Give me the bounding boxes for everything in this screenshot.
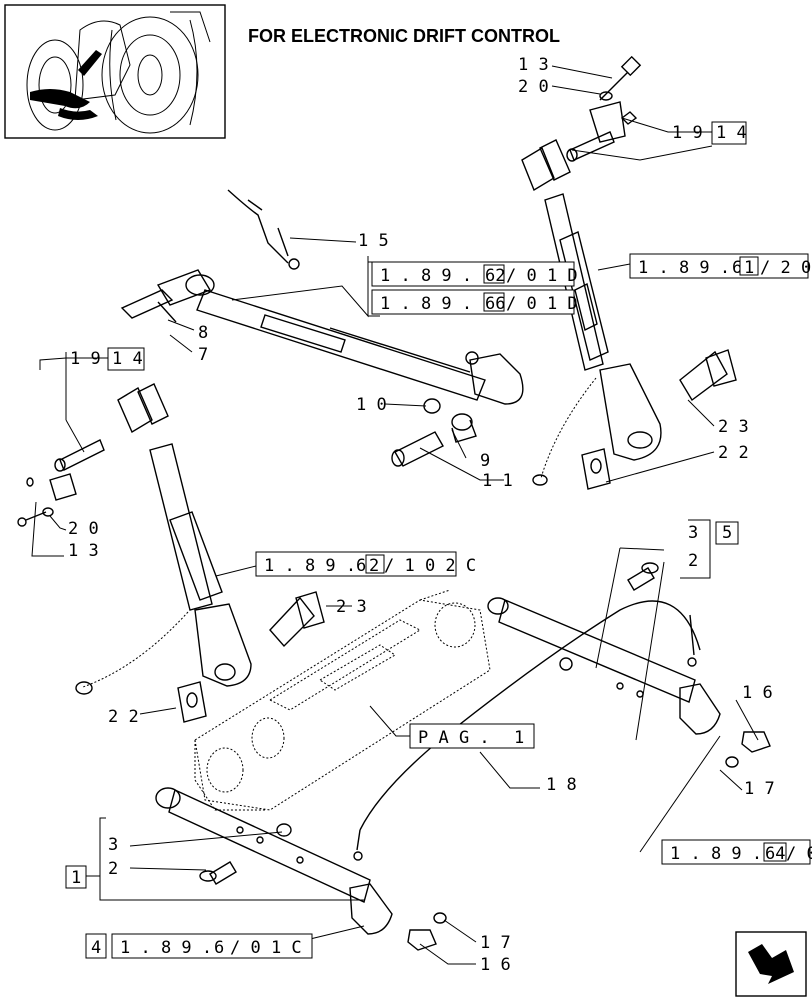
ref-6-01c-suffix: / 0 1 C <box>230 938 302 958</box>
ref-62-102c-prefix: 1 . 8 9 . <box>264 556 356 576</box>
lift-rod-left <box>117 383 252 687</box>
ref-66-sheet: 66 <box>485 294 505 314</box>
top-link <box>120 269 524 405</box>
pin-11 <box>391 431 444 467</box>
callout-18: 1 8 <box>546 775 577 795</box>
ref-6-01c-sheet: 6 <box>214 938 224 958</box>
callout-10: 1 0 <box>356 395 387 415</box>
callout-2-left: 2 <box>108 859 118 879</box>
callout-4-box <box>85 933 107 959</box>
ref-62-102c-sheet: 6 <box>356 556 366 576</box>
callout-23-left: 2 3 <box>336 597 367 617</box>
ref-62-102c-suffix: / 1 0 2 C <box>384 556 476 576</box>
callout-4: 4 <box>91 938 101 958</box>
bush-3-left <box>276 823 292 837</box>
ref-61-prefix: 1 . 8 9 . <box>638 258 730 278</box>
diagram-title: FOR ELECTRONIC DRIFT CONTROL <box>248 26 560 46</box>
ref-62-sheet: 62 <box>485 266 505 286</box>
ref-box-62[interactable]: 1 . 8 9 . 62 / 0 1 D <box>371 261 578 287</box>
ref-64-suffix: / 0 <box>786 844 812 864</box>
bolt-13-left <box>17 507 54 527</box>
clip-10 <box>423 398 441 414</box>
clip-16-bottom <box>407 929 437 951</box>
ref-62-102c-sub: 2 <box>369 556 379 576</box>
callout-13-top: 1 3 <box>518 55 549 75</box>
callout-5-box <box>715 521 739 545</box>
ref-61-suffix: / 2 0 2 <box>760 258 812 278</box>
callout-9: 9 <box>480 451 490 471</box>
tractor-thumbnail <box>4 4 226 139</box>
ref-box-62-102c[interactable]: 1 . 8 9 . 6 2 / 1 0 2 C <box>255 551 476 577</box>
bolt-13-top <box>599 55 642 101</box>
ref-box-64[interactable]: 1 . 8 9 . 64 / 0 <box>661 839 812 865</box>
ref-box-6-01c[interactable]: 1 . 8 9 . 6 / 0 1 C <box>111 933 313 959</box>
ref-box-pag[interactable]: P A G . 1 <box>409 723 535 749</box>
callout-19-left: 1 9 <box>70 349 101 369</box>
ref-64-prefix: 1 . 8 9 . <box>670 844 762 864</box>
callout-13-left: 1 3 <box>68 541 99 561</box>
washer-17-bottom <box>433 912 447 924</box>
callout-7: 7 <box>198 345 208 365</box>
callout-14-left: 1 4 <box>112 349 143 369</box>
leader-lines <box>31 65 759 965</box>
bolt-2-right <box>627 562 659 591</box>
ref-pag-number: 1 <box>514 728 524 748</box>
next-page-icon[interactable] <box>735 931 807 997</box>
callout-8: 8 <box>198 323 208 343</box>
ref-62-suffix: / 0 1 D <box>506 266 578 286</box>
callout-17-right: 1 7 <box>744 779 775 799</box>
washer-17-right <box>725 756 739 768</box>
callout-22-right: 2 2 <box>718 443 749 463</box>
pin-23-left <box>269 591 325 648</box>
callout-14-left-box <box>107 347 145 371</box>
pin-8 <box>157 301 177 323</box>
pin-23-right <box>679 349 737 402</box>
callout-22-left: 2 2 <box>108 707 139 727</box>
callout-20-top: 2 0 <box>518 77 549 97</box>
clip-16-right <box>741 731 771 753</box>
callout-5: 5 <box>722 523 732 543</box>
block-22-left <box>177 681 207 723</box>
pin-19-right <box>566 101 638 162</box>
ref-61-sub: 1 <box>744 258 754 278</box>
callout-14-right: 1 4 <box>716 123 747 143</box>
callouts: 1 3 2 0 1 9 1 4 1 5 8 7 1 9 1 4 1 0 9 1 … <box>68 55 775 975</box>
lift-housing <box>194 589 491 811</box>
callout-19-right: 1 9 <box>672 123 703 143</box>
callout-1: 1 <box>71 868 81 888</box>
callout-16-bottom: 1 6 <box>480 955 511 975</box>
callout-1-box <box>65 865 87 889</box>
ref-box-61[interactable]: 1 . 8 9 . 6 1 / 2 0 2 <box>629 253 812 279</box>
pin-19-left <box>26 439 105 501</box>
bolt-2-left <box>199 861 237 885</box>
ref-66-prefix: 1 . 8 9 . <box>380 294 472 314</box>
lower-link-left <box>155 787 393 935</box>
chain-right <box>532 377 597 486</box>
lower-link-right <box>487 597 721 735</box>
callout-11: 1 1 <box>482 471 513 491</box>
callout-17-bottom: 1 7 <box>480 933 511 953</box>
ref-box-66[interactable]: 1 . 8 9 . 66 / 0 1 D <box>371 289 578 315</box>
callout-14-right-box <box>711 121 747 145</box>
callout-20-left: 2 0 <box>68 519 99 539</box>
ref-62-prefix: 1 . 8 9 . <box>380 266 472 286</box>
ref-6-01c-prefix: 1 . 8 9 . <box>120 938 212 958</box>
ref-66-suffix: / 0 1 D <box>506 294 578 314</box>
callout-2-right: 2 <box>688 551 698 571</box>
callout-3-right: 3 <box>688 523 698 543</box>
callout-16-right: 1 6 <box>742 683 773 703</box>
callout-15: 1 5 <box>358 231 389 251</box>
ref-61-sheet: 6 <box>732 258 742 278</box>
ref-pag-prefix: P A G . <box>418 728 490 748</box>
block-22-right <box>581 448 611 490</box>
cable-15 <box>227 189 300 270</box>
sensor-cable-18 <box>353 600 701 861</box>
callout-3-left: 3 <box>108 835 118 855</box>
ref-64-sheet: 64 <box>765 844 785 864</box>
callout-23-right: 2 3 <box>718 417 749 437</box>
chain-left <box>75 611 189 695</box>
